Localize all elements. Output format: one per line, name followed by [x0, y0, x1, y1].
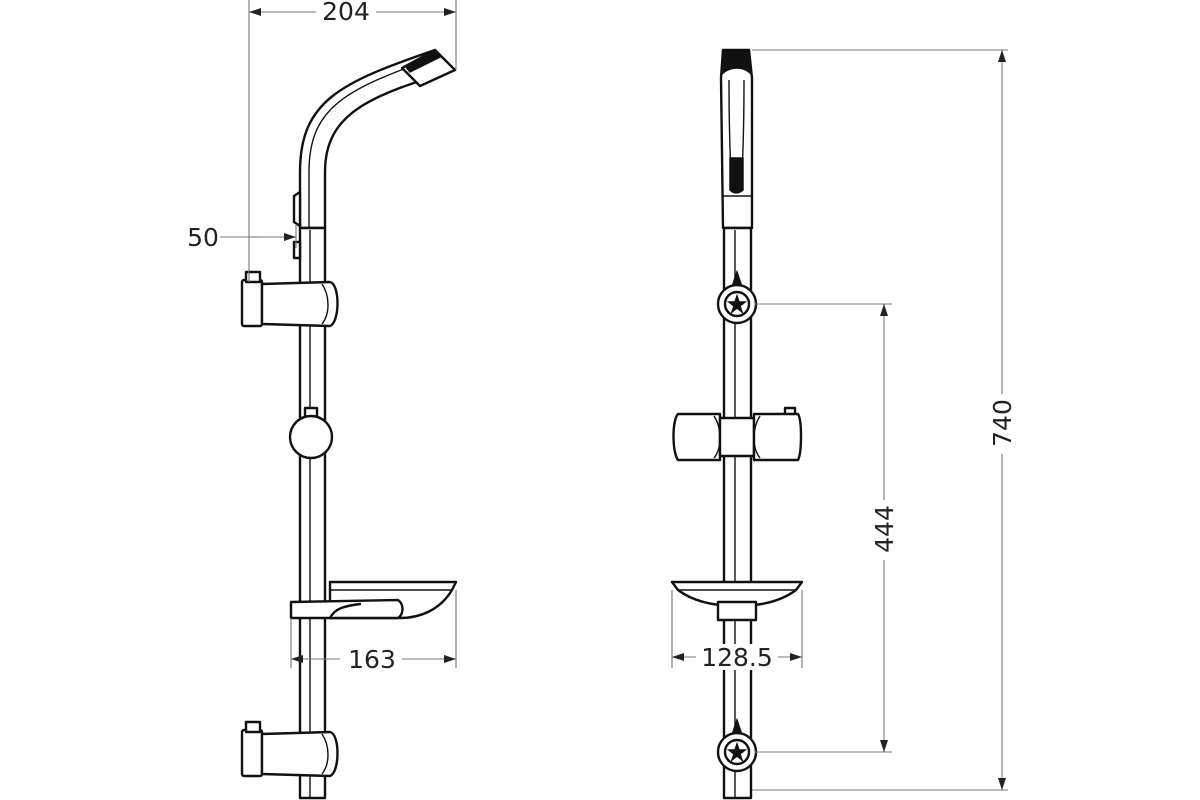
- label-bg-204: [316, 0, 376, 24]
- dimension-label-740: 740: [988, 399, 1017, 447]
- front-lower-bracket: [716, 717, 758, 773]
- dimension-label-444: 444: [870, 505, 899, 553]
- dimension-label-128-5: 128.5: [701, 643, 773, 672]
- front-soap-dish: [670, 580, 804, 622]
- front-view: [670, 48, 804, 800]
- front-middle-slider: [672, 406, 803, 462]
- side-top-knob: [292, 240, 302, 260]
- side-handle-inner-line: [308, 59, 429, 228]
- label-bg-740: [988, 394, 1016, 454]
- dimension-label-204: 204: [322, 0, 370, 26]
- side-lower-holder: [240, 720, 339, 778]
- side-upper-holder: [240, 270, 339, 328]
- label-bg-128-5: [696, 644, 778, 670]
- dimension-label-50: 50: [187, 223, 219, 252]
- side-round-knob: [288, 406, 334, 460]
- label-bg-163: [340, 646, 402, 672]
- side-view: [240, 48, 458, 800]
- front-handle: [719, 48, 754, 230]
- front-handle-grip: [729, 157, 744, 194]
- side-handle-head-cap: [403, 50, 442, 73]
- dimension-label-163: 163: [348, 645, 396, 674]
- front-handle-cap: [721, 49, 752, 77]
- side-soap-dish: [289, 580, 458, 620]
- side-arm-mount: [292, 190, 302, 228]
- label-bg-444: [870, 500, 898, 560]
